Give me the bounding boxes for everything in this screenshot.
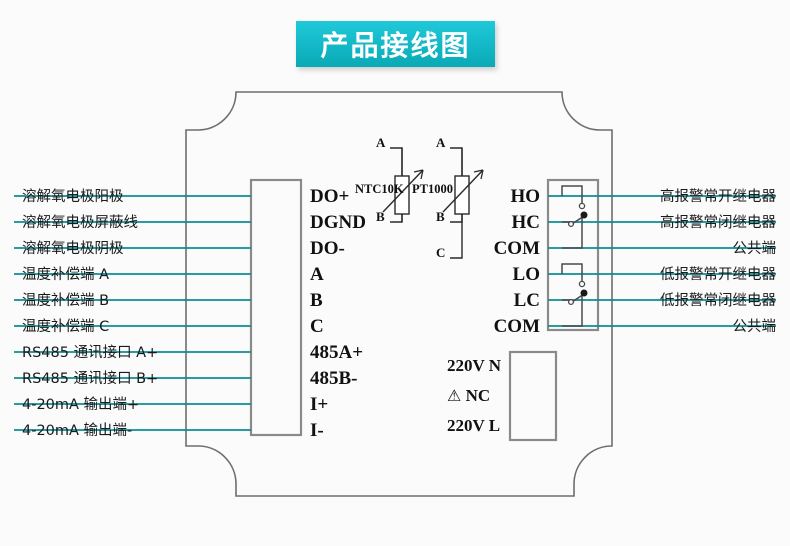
right-lead-lines [548,195,776,327]
terminal-hc: HC [511,212,541,233]
terminal-485b: 485B- [310,368,358,389]
high-alarm-relay-contact [561,185,588,249]
ntc10k-node-b: B [376,209,385,224]
left-label-rs485-b: RS485 通讯接口 B+ [22,371,159,387]
pt1000-label: PT1000 [412,182,453,196]
left-label-temp-comp-a: 温度补偿端 A [22,267,110,283]
pt1000-node-b: B [436,209,445,224]
left-terminal-block [249,178,303,437]
right-label-low-alarm-no: 低报警常开继电器 [660,267,776,283]
terminal-220v-n: 220V N [447,356,501,375]
left-label-rs485-a: RS485 通讯接口 A+ [22,345,159,361]
left-label-4-20ma-minus: 4-20mA 输出端- [22,423,133,439]
terminal-dgnd: DGND [310,212,366,233]
terminal-lc: LC [513,290,540,311]
left-lead-lines [14,195,251,431]
pt1000-node-a: A [436,135,446,150]
terminal-c: C [310,316,324,337]
left-label-temp-comp-c: 温度补偿端 C [22,319,110,335]
left-label-do-shield: 溶解氧电极屏蔽线 [22,215,138,231]
left-label-4-20ma-plus: 4-20mA 输出端+ [22,397,140,413]
power-terminal-block [508,350,558,442]
terminal-lo: LO [512,264,540,285]
terminal-com-low: COM [493,316,540,337]
ntc10k-sensor-symbol [382,147,424,223]
right-relay-terminal-block [546,178,600,332]
left-label-temp-comp-b: 温度补偿端 B [22,293,110,309]
ntc10k-node-a: A [376,135,386,150]
terminal-com-high: COM [493,238,540,259]
terminal-485a: 485A+ [310,342,364,363]
terminal-nc-row: ⚠ NC [447,387,490,404]
warning-triangle-icon: ⚠ [447,386,462,405]
right-label-low-alarm-nc: 低报警常闭继电器 [660,293,776,309]
page-title-banner: 产品接线图 [296,21,495,67]
low-alarm-relay-contact [561,263,588,327]
page-title: 产品接线图 [320,29,471,62]
terminal-a: A [310,264,324,285]
terminal-do-minus: DO- [310,238,345,259]
right-label-high-alarm-no: 高报警常开继电器 [660,189,776,205]
pt1000-sensor-symbol [442,147,484,259]
left-label-do-cathode: 溶解氧电极阴极 [22,241,124,257]
left-label-do-anode: 溶解氧电极阳极 [22,189,124,205]
terminal-220v-l: 220V L [447,416,501,435]
device-outline [185,91,613,497]
terminal-b: B [310,290,323,311]
terminal-i-plus: I+ [310,394,329,415]
terminal-i-minus: I- [310,420,324,441]
right-label-common-low: 公共端 [732,319,777,335]
terminal-ho: HO [510,186,540,207]
pt1000-node-c: C [436,245,446,260]
ntc10k-label: NTC10K [355,182,404,196]
terminal-do-plus: DO+ [310,186,350,207]
right-label-high-alarm-nc: 高报警常闭继电器 [660,215,776,231]
right-label-common-high: 公共端 [732,241,777,257]
terminal-nc-label: NC [465,386,491,405]
